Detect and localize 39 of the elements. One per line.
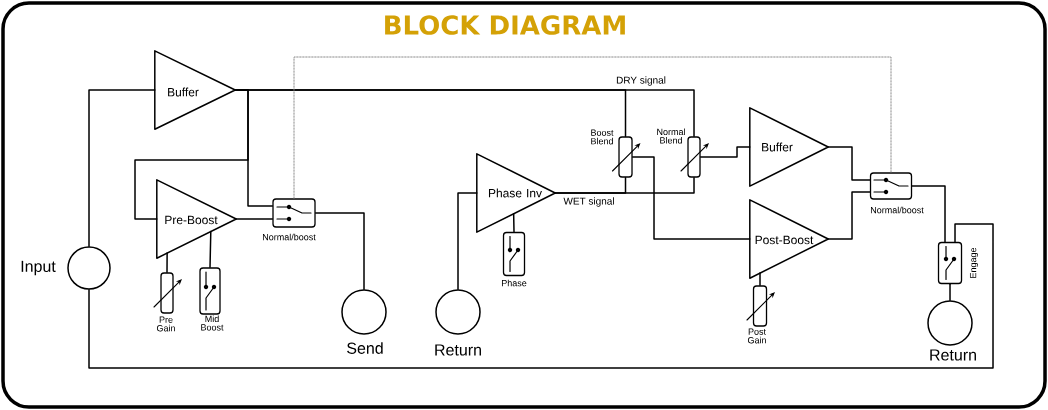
title: BLOCK DIAGRAM <box>385 15 625 35</box>
wire <box>457 192 478 290</box>
wire <box>911 185 946 243</box>
wire <box>827 146 871 181</box>
node-label: Engage <box>970 247 979 278</box>
node-label: Mid Boost <box>201 315 224 331</box>
wire <box>293 56 892 199</box>
wire <box>88 223 994 369</box>
node-label: Input <box>21 260 56 276</box>
node-label: Normal/boost <box>263 233 316 241</box>
node-label: Return <box>435 344 481 356</box>
node-label: Send <box>347 342 383 354</box>
node-label: Phase <box>502 279 527 287</box>
wire <box>88 89 156 247</box>
node-label: Post Gain <box>747 328 766 344</box>
node-label: Phase Inv <box>489 188 542 198</box>
wire <box>827 191 871 240</box>
node-label: Post-Boost <box>755 235 814 245</box>
node-label: Return <box>930 349 976 361</box>
node-label: Normal Blend <box>657 128 685 144</box>
signal-label: WET signal <box>563 197 614 207</box>
wire <box>631 156 751 240</box>
node-label: Pre Gain <box>156 316 175 332</box>
wire <box>554 176 695 194</box>
signal-label: DRY signal <box>616 76 666 86</box>
node-label: Buffer <box>762 142 793 152</box>
node-label: Pre-Boost <box>165 215 218 225</box>
wire <box>512 213 515 233</box>
wire <box>699 146 751 158</box>
wire <box>166 252 168 274</box>
wire <box>949 283 951 301</box>
wire <box>314 212 365 290</box>
wire <box>234 89 274 207</box>
node-label: Buffer <box>168 87 199 97</box>
wire <box>209 230 212 269</box>
node-label: Boost Blend <box>591 129 614 145</box>
wire <box>759 272 761 287</box>
node-label: Normal/boost <box>871 206 924 214</box>
wire <box>235 218 274 220</box>
